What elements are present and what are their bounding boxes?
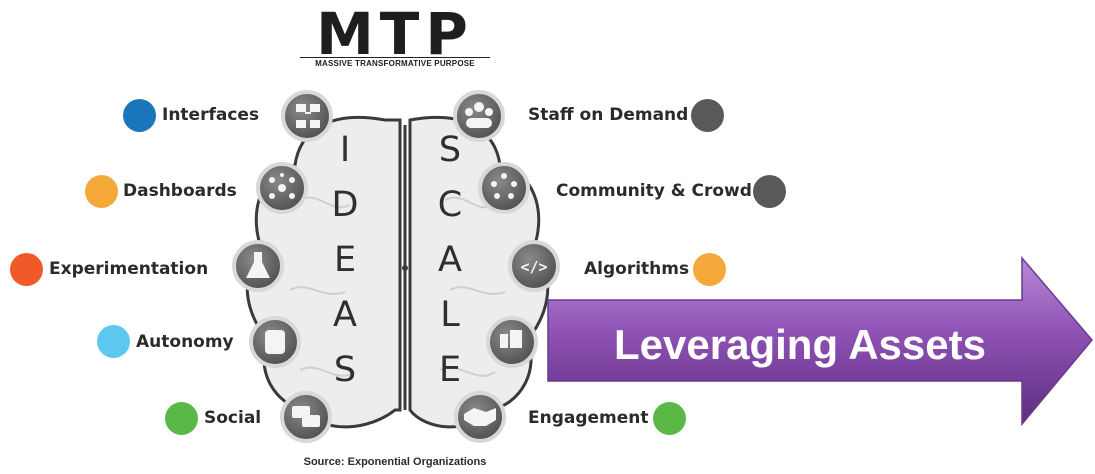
mtp-subtitle: MASSIVE TRANSFORMATIVE PURPOSE — [300, 57, 490, 68]
rental-icon — [500, 330, 522, 348]
ideas-letter: E — [333, 240, 357, 280]
autonomy-dot — [97, 325, 130, 358]
fist-icon — [265, 330, 285, 354]
arrow-label: Leveraging Assets — [614, 321, 986, 368]
social-label: Social — [204, 408, 262, 428]
experimentation-dot — [10, 253, 43, 286]
interfaces-label: Interfaces — [162, 105, 260, 125]
community-crowd-dot — [753, 175, 786, 208]
chat-bubbles-icon — [292, 406, 320, 427]
experimentation-label: Experimentation — [49, 259, 209, 279]
source-caption: Source: Exponential Organizations — [303, 456, 487, 468]
community-crowd-label: Community & Crowd — [556, 181, 752, 201]
scale-letter: S — [438, 130, 462, 170]
mtp-title: MTP — [316, 0, 474, 68]
scale-letter: C — [437, 185, 463, 225]
engagement-dot — [653, 402, 686, 435]
ideas-letter: A — [333, 295, 357, 335]
left-icons — [232, 90, 333, 443]
engagement-label: Engagement — [528, 408, 649, 428]
scale-letter: A — [438, 240, 462, 280]
ideas-letter: D — [331, 185, 359, 225]
algorithms-dot — [693, 253, 726, 286]
scale-letter: E — [438, 350, 462, 390]
flowchart-icon — [296, 104, 320, 128]
flask-icon — [246, 252, 270, 278]
dashboards-dot — [85, 175, 118, 208]
handshake-icon — [464, 408, 496, 426]
people-group-icon — [465, 102, 493, 128]
community-icon — [491, 173, 517, 199]
right-icons: </> — [453, 90, 560, 443]
dashboards-label: Dashboards — [123, 181, 237, 201]
code-icon: </> — [520, 258, 547, 276]
staff-on-demand-label: Staff on Demand — [528, 105, 689, 125]
staff-on-demand-dot — [691, 99, 724, 132]
interfaces-dot — [123, 99, 156, 132]
ideas-letter: I — [339, 130, 351, 170]
dashboard-icon — [269, 173, 295, 199]
autonomy-label: Autonomy — [136, 332, 234, 352]
social-dot — [165, 402, 198, 435]
arrow-shape — [547, 255, 1093, 427]
algorithms-label: Algorithms — [584, 259, 690, 279]
ideas-letter: S — [333, 350, 357, 390]
scale-letter: L — [440, 295, 460, 335]
